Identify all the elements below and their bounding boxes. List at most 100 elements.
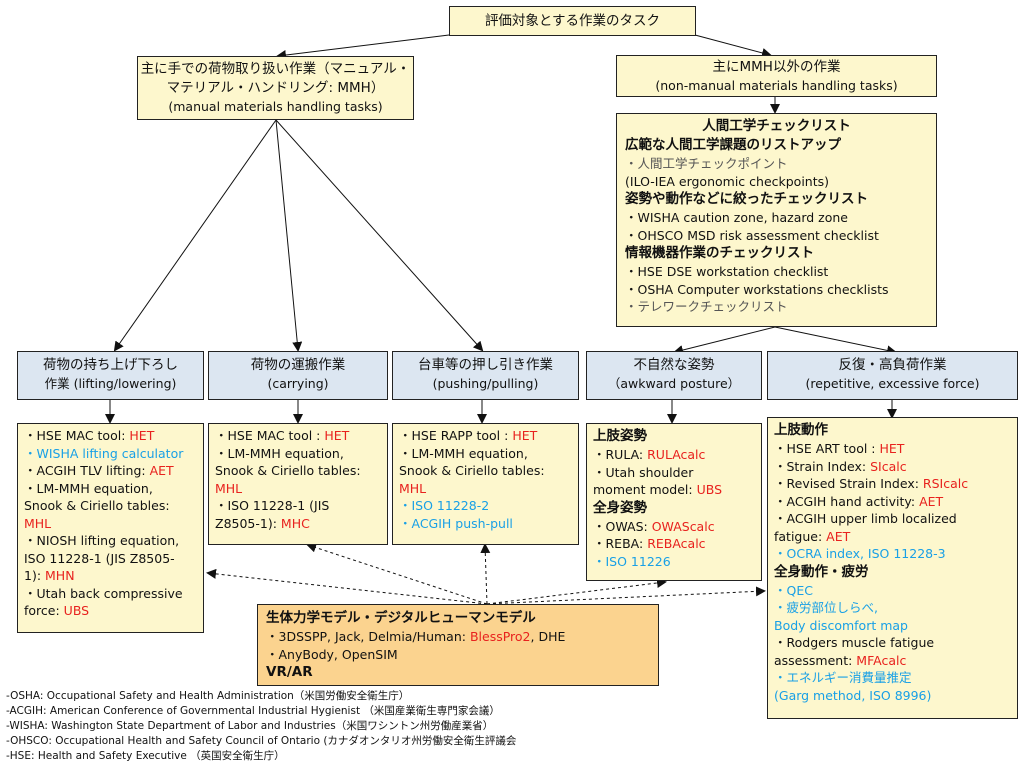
dashed-bio-carrying — [306, 542, 488, 605]
footnote-hse: -HSE: Health and Safety Executive （英国安全衛… — [6, 750, 285, 762]
bio-item-vr: VR/AR — [266, 664, 313, 680]
repetitive-item-hand: ・ACGIH hand activity: AET — [774, 493, 944, 509]
awkward-item-ubs: moment model: UBS — [593, 482, 723, 497]
mmh-line1: 主に手での荷物取り扱い作業（マニュアル・ — [140, 61, 411, 77]
category-repetitive-en: (repetitive, excessive force) — [805, 376, 980, 391]
repetitive-item-ocra: ・OCRA index, ISO 11228-3 — [774, 546, 946, 561]
category-repetitive-jp: 反復・高負荷作業 — [838, 357, 947, 373]
repetitive-item-fatigue: fatigue: AET — [774, 528, 851, 544]
bio-item-3dsspp: ・3DSSPP, Jack, Delmia/Human: BlessPro2, … — [266, 629, 566, 644]
checklist-heading-posture: 姿勢や動作などに絞ったチェックリスト — [625, 191, 868, 207]
footnotes: -OSHA: Occupational Safety and Health Ad… — [6, 689, 516, 764]
bio-item-anybody: ・AnyBody, OpenSIM — [266, 646, 398, 662]
lifting-item-iso: ISO 11228-1 (JIS Z8505- — [24, 550, 175, 566]
lifting-item-snook: Snook & Ciriello tables: — [24, 498, 170, 513]
footnote-osha: -OSHA: Occupational Safety and Health Ad… — [6, 690, 410, 702]
mmh-line3: (manual materials handling tasks) — [168, 99, 383, 114]
footnote-wisha: -WISHA: Washington State Department of L… — [6, 720, 494, 732]
lifting-item-lm-mmh: ・LM-MMH equation, — [24, 480, 153, 496]
bio-title: 生体力学モデル・デジタルヒューマンモデル — [266, 610, 536, 626]
category-carrying-en: (carrying) — [267, 376, 329, 391]
carrying-item-hse-mac: ・HSE MAC tool : HET — [215, 428, 350, 443]
checklist-item-ohsco: ・OHSCO MSD risk assessment checklist — [625, 227, 879, 243]
lifting-item-mhl: MHL — [24, 515, 52, 531]
non-mmh-box: 主にMMH以外の作業 (non-manual materials handlin… — [616, 55, 937, 97]
repetitive-item-strain: ・Strain Index: SIcalc — [774, 458, 907, 474]
checklist-heading-broad: 広範な人間工学課題のリストアップ — [625, 137, 841, 153]
checklist-item-ilo-jp: ・人間工学チェックポイント — [625, 156, 788, 171]
pushing-item-mhl: MHL — [399, 480, 427, 496]
category-awkward: 不自然な姿勢 （awkward posture） — [586, 351, 762, 400]
arrow-mmh-carrying — [275, 119, 303, 352]
mmh-box: 主に手での荷物取り扱い作業（マニュアル・ マテリアル・ハンドリング: MMH） … — [137, 56, 414, 120]
repetitive-item-mfa: assessment: MFAcalc — [774, 652, 907, 668]
checklist-item-osha: ・OSHA Computer workstations checklists — [625, 281, 889, 297]
repetitive-item-body-map: Body discomfort map — [774, 617, 908, 633]
lifting-item-hse-mac: ・HSE MAC tool: HET — [24, 428, 155, 443]
checklist-item-telework: ・テレワークチェックリスト — [625, 299, 788, 314]
pushing-item-snook: Snook & Ciriello tables: — [399, 463, 545, 478]
mmh-line2: マテリアル・ハンドリング: MMH） — [166, 80, 385, 96]
category-lifting: 荷物の持ち上げ下ろし 作業 (lifting/lowering) — [17, 351, 204, 400]
lifting-item-mhn: 1): MHN — [24, 568, 75, 583]
root-task-box: 評価対象とする作業のタスク — [449, 6, 696, 36]
awkward-item-rula: ・RULA: RULAcalc — [593, 447, 706, 462]
dashed-bio-pushing — [480, 543, 491, 605]
category-pushing: 台車等の押し引き作業 (pushing/pulling) — [392, 351, 579, 400]
arrow-mmh-pushing — [275, 119, 484, 352]
ergonomic-checklist-box: 人間工学チェックリスト 広範な人間工学課題のリストアップ ・人間工学チェックポイ… — [616, 113, 937, 327]
category-carrying: 荷物の運搬作業 (carrying) — [208, 351, 388, 400]
pushing-tools-box: ・HSE RAPP tool : HET ・LM-MMH equation, S… — [392, 423, 579, 545]
category-pushing-en: (pushing/pulling) — [432, 376, 539, 391]
checklist-item-ilo-en: (ILO-IEA ergonomic checkpoints) — [625, 173, 830, 189]
checklist-heading-vdt: 情報機器作業のチェックリスト — [625, 245, 814, 261]
arrow-checklist-repetitive — [774, 326, 897, 356]
carrying-tools-box: ・HSE MAC tool : HET ・LM-MMH equation, Sn… — [208, 423, 388, 545]
biomechanical-model-box: 生体力学モデル・デジタルヒューマンモデル ・3DSSPP, Jack, Delm… — [257, 604, 659, 686]
repetitive-item-rsi: ・Revised Strain Index: RSIcalc — [774, 476, 969, 491]
lifting-item-wisha: ・WISHA lifting calculator — [24, 445, 184, 461]
carrying-item-snook: Snook & Ciriello tables: — [215, 463, 361, 478]
arrow-mmh-lifting — [113, 119, 277, 352]
root-task-label: 評価対象とする作業のタスク — [484, 13, 661, 29]
carrying-item-lm-mmh: ・LM-MMH equation, — [215, 445, 344, 461]
repetitive-heading-upper: 上肢動作 — [774, 422, 828, 438]
repetitive-item-art: ・HSE ART tool : HET — [774, 441, 905, 456]
repetitive-item-fatigue-survey: ・疲労部位しらべ, — [774, 600, 878, 615]
pushing-item-acgih: ・ACGIH push-pull — [399, 515, 513, 531]
lifting-item-niosh: ・NIOSH lifting equation, — [24, 533, 180, 548]
arrow-root-mmh — [276, 34, 450, 60]
category-awkward-en: （awkward posture） — [607, 376, 741, 391]
category-carrying-jp: 荷物の運搬作業 — [250, 357, 346, 373]
category-repetitive: 反復・高負荷作業 (repetitive, excessive force) — [767, 351, 1018, 400]
awkward-heading-upper: 上肢姿勢 — [593, 428, 647, 444]
non-mmh-line2: (non-manual materials handling tasks) — [655, 78, 898, 93]
repetitive-item-rodgers: ・Rodgers muscle fatigue — [774, 635, 935, 650]
repetitive-item-qec: ・QEC — [774, 582, 813, 598]
repetitive-tools-box: 上肢動作 ・HSE ART tool : HET ・Strain Index: … — [767, 417, 1018, 719]
repetitive-heading-whole: 全身動作・疲労 — [774, 563, 869, 580]
awkward-item-reba: ・REBA: REBAcalc — [593, 536, 706, 551]
category-pushing-jp: 台車等の押し引き作業 — [418, 357, 553, 373]
lifting-item-ubs: force: UBS — [24, 603, 90, 618]
dashed-bio-lifting — [206, 568, 488, 605]
checklist-title: 人間工学チェックリスト — [702, 118, 851, 134]
footnote-acgih: -ACGIH: American Conference of Governmen… — [6, 705, 500, 717]
awkward-item-utah: ・Utah shoulder — [593, 464, 694, 480]
pushing-item-lm-mmh: ・LM-MMH equation, — [399, 445, 528, 461]
lifting-item-acgih: ・ACGIH TLV lifting: AET — [24, 463, 174, 478]
checklist-item-wisha: ・WISHA caution zone, hazard zone — [625, 210, 848, 225]
non-mmh-line1: 主にMMH以外の作業 — [712, 59, 841, 75]
dashed-bio-repetitive — [486, 586, 766, 605]
pushing-item-iso: ・ISO 11228-2 — [399, 498, 490, 513]
arrow-root-nonmmh — [694, 34, 772, 58]
repetitive-item-upper-limb: ・ACGIH upper limb localized — [774, 511, 957, 526]
checklist-item-hse-dse: ・HSE DSE workstation checklist — [625, 264, 829, 279]
carrying-item-mhc: Z8505-1): MHC — [215, 515, 310, 531]
carrying-item-mhl: MHL — [215, 480, 243, 496]
footnote-ohsco: -OHSCO: Occupational Health and Safety C… — [6, 735, 517, 747]
pushing-item-hse-rapp: ・HSE RAPP tool : HET — [399, 428, 538, 443]
awkward-item-iso: ・ISO 11226 — [593, 553, 671, 569]
repetitive-item-energy: ・エネルギー消費量推定 — [774, 670, 912, 685]
repetitive-item-garg: (Garg method, ISO 8996) — [774, 687, 932, 703]
